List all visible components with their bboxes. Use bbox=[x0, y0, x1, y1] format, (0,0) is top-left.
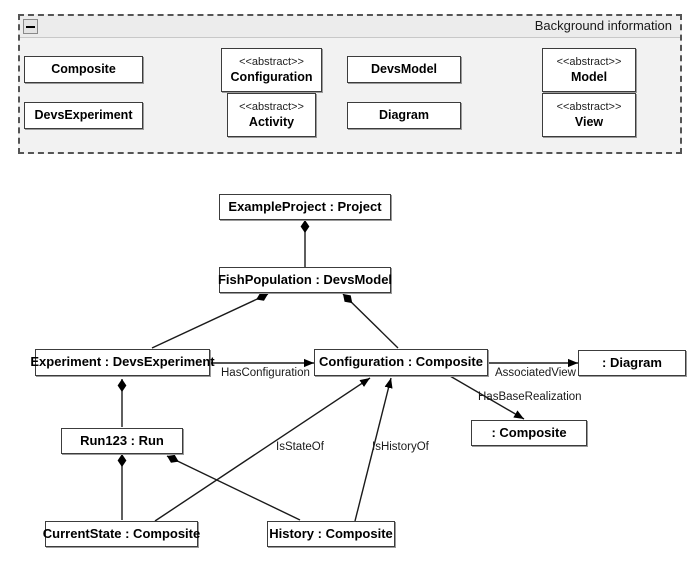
class-name: DevsModel bbox=[371, 61, 437, 76]
class-box-view[interactable]: <<abstract>> View bbox=[542, 93, 636, 137]
class-box-composite[interactable]: Composite bbox=[24, 56, 143, 83]
class-box-diagram[interactable]: Diagram bbox=[347, 102, 461, 129]
object-box-experiment[interactable]: Experiment : DevsExperiment bbox=[30, 349, 215, 376]
object-label: : Diagram bbox=[602, 354, 662, 370]
class-name: Activity bbox=[248, 114, 295, 129]
object-box-run123[interactable]: Run123 : Run bbox=[61, 428, 183, 454]
object-label: : Composite bbox=[491, 424, 567, 440]
link-label-ishistoryof: IsHistoryOf bbox=[372, 441, 429, 453]
class-name: View bbox=[574, 114, 604, 129]
object-label: ExampleProject : Project bbox=[228, 198, 382, 214]
link-run123-history bbox=[166, 454, 301, 521]
minus-icon[interactable] bbox=[23, 19, 38, 34]
object-box-diagram[interactable]: : Diagram bbox=[578, 350, 686, 376]
object-box-fishpopulation[interactable]: FishPopulation : DevsModel bbox=[217, 267, 393, 293]
class-stereotype: <<abstract>> bbox=[556, 55, 622, 68]
link-fishpopulation-experiment bbox=[151, 292, 269, 349]
class-box-activity[interactable]: <<abstract>> Activity bbox=[227, 93, 316, 137]
class-name: Diagram bbox=[378, 107, 430, 122]
class-name: Composite bbox=[51, 61, 116, 76]
link-label-hasbaserealization: HasBaseRealization bbox=[478, 391, 582, 403]
background-panel-title: Background information bbox=[534, 18, 672, 33]
object-box-composite[interactable]: : Composite bbox=[471, 420, 587, 446]
link-label-isstateof: IsStateOf bbox=[276, 441, 324, 453]
object-box-configuration[interactable]: Configuration : Composite bbox=[314, 349, 488, 376]
class-box-model[interactable]: <<abstract>> Model bbox=[542, 48, 636, 92]
link-currentstate-configuration bbox=[154, 377, 371, 522]
class-name: DevsExperiment bbox=[34, 107, 133, 122]
link-history-configuration bbox=[354, 377, 393, 522]
object-label: Run123 : Run bbox=[80, 432, 164, 448]
object-label: History : Composite bbox=[269, 525, 393, 541]
object-label: Experiment : DevsExperiment bbox=[30, 354, 215, 370]
object-box-exampleproject[interactable]: ExampleProject : Project bbox=[219, 194, 391, 220]
background-panel-titlebar: Background information bbox=[20, 16, 680, 38]
class-box-devsexperiment[interactable]: DevsExperiment bbox=[24, 102, 143, 129]
class-name: Configuration bbox=[230, 69, 313, 84]
object-box-currentstate[interactable]: CurrentState : Composite bbox=[42, 521, 201, 547]
class-stereotype: <<abstract>> bbox=[239, 55, 304, 68]
class-name: Model bbox=[570, 69, 608, 84]
link-fishpopulation-configuration bbox=[342, 293, 399, 349]
link-label-hasconfiguration: HasConfiguration bbox=[221, 367, 310, 379]
class-stereotype: <<abstract>> bbox=[556, 100, 622, 113]
class-stereotype: <<abstract>> bbox=[239, 100, 304, 113]
class-box-configuration[interactable]: <<abstract>> Configuration bbox=[221, 48, 322, 92]
object-label: CurrentState : Composite bbox=[42, 525, 201, 541]
link-label-associatedview: AssociatedView bbox=[495, 367, 576, 379]
class-box-devsmodel[interactable]: DevsModel bbox=[347, 56, 461, 83]
object-label: Configuration : Composite bbox=[319, 354, 483, 370]
object-box-history[interactable]: History : Composite bbox=[267, 521, 395, 547]
object-label: FishPopulation : DevsModel bbox=[217, 271, 393, 287]
link-configuration-composite bbox=[449, 375, 525, 420]
